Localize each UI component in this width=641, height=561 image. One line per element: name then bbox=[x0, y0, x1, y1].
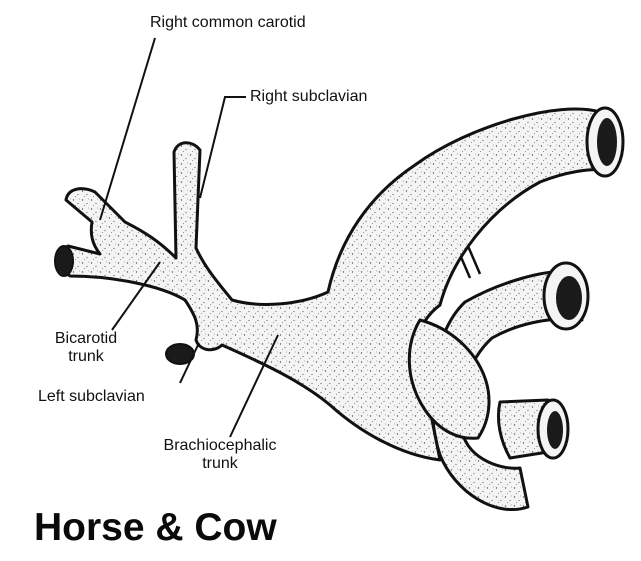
leader-right-common-carotid bbox=[100, 38, 155, 220]
label-right-subclavian: Right subclavian bbox=[250, 88, 367, 106]
label-brachiocephalic-trunk: Brachiocephalic trunk bbox=[150, 437, 290, 473]
carotid-cut-end bbox=[55, 246, 73, 276]
leader-right-subclavian bbox=[200, 97, 246, 198]
label-left-subclavian: Left subclavian bbox=[38, 388, 145, 406]
figure-title: Horse & Cow bbox=[34, 506, 277, 550]
label-brachiocephalic-line2: trunk bbox=[150, 455, 290, 473]
label-bicarotid-line1: Bicarotid bbox=[46, 330, 126, 348]
label-right-common-carotid: Right common carotid bbox=[150, 14, 306, 32]
label-bicarotid-trunk: Bicarotid trunk bbox=[46, 330, 126, 366]
label-brachiocephalic-line1: Brachiocephalic bbox=[150, 437, 290, 455]
label-bicarotid-line2: trunk bbox=[46, 348, 126, 366]
